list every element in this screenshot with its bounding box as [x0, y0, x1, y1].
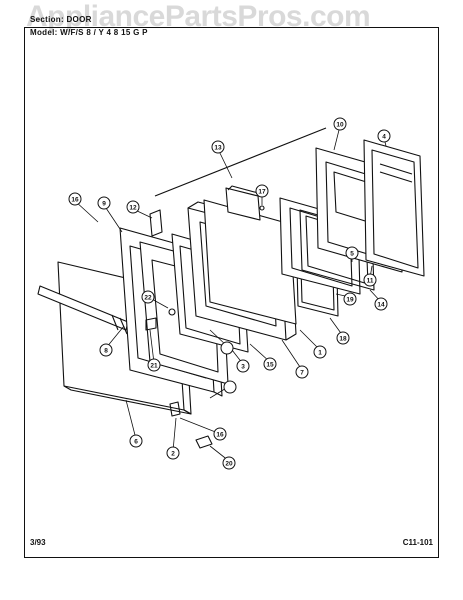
latch-part: [169, 401, 181, 417]
callout-17: 17: [258, 189, 266, 196]
footer-date: 3/93: [30, 538, 46, 547]
callout-6: 6: [134, 439, 138, 446]
callout-16: 16: [71, 197, 79, 204]
callout-5: 5: [350, 251, 354, 258]
callout-15: 15: [266, 362, 274, 369]
callout-16b: 16: [216, 432, 224, 439]
model-line: Model: W/F/S 8 / Y 4 8 15 G P: [30, 28, 148, 37]
callout-11: 11: [367, 278, 374, 285]
callout-1: 1: [318, 350, 322, 357]
door-hinge: [149, 209, 163, 237]
diagram-sheet: [24, 27, 439, 558]
callout-21: 21: [150, 363, 158, 370]
callout-22: 22: [144, 295, 152, 302]
callout-7: 7: [300, 370, 304, 377]
clip-21: [145, 317, 157, 331]
callout-9: 9: [102, 201, 106, 208]
callout-10: 10: [336, 122, 344, 129]
callout-14: 14: [377, 302, 385, 309]
callout-19: 19: [346, 297, 354, 304]
callout-13: 13: [214, 145, 222, 152]
callout-4: 4: [382, 134, 386, 141]
screw-17: [259, 205, 265, 211]
callout-18: 18: [339, 336, 347, 343]
door-insulation: [225, 187, 261, 221]
door-baffle: [203, 199, 297, 325]
callout-2: 2: [171, 451, 175, 458]
screw-22: [168, 308, 176, 316]
bracket-part: [195, 435, 213, 449]
door-handle: [37, 285, 129, 331]
callout-3: 3: [241, 364, 245, 371]
callout-12: 12: [129, 205, 137, 212]
footer-code: C11-101: [402, 538, 433, 547]
section-title: Section: DOOR: [30, 15, 92, 24]
callout-20: 20: [225, 461, 233, 468]
back-door-panel: [363, 139, 425, 277]
callout-8: 8: [104, 348, 108, 355]
